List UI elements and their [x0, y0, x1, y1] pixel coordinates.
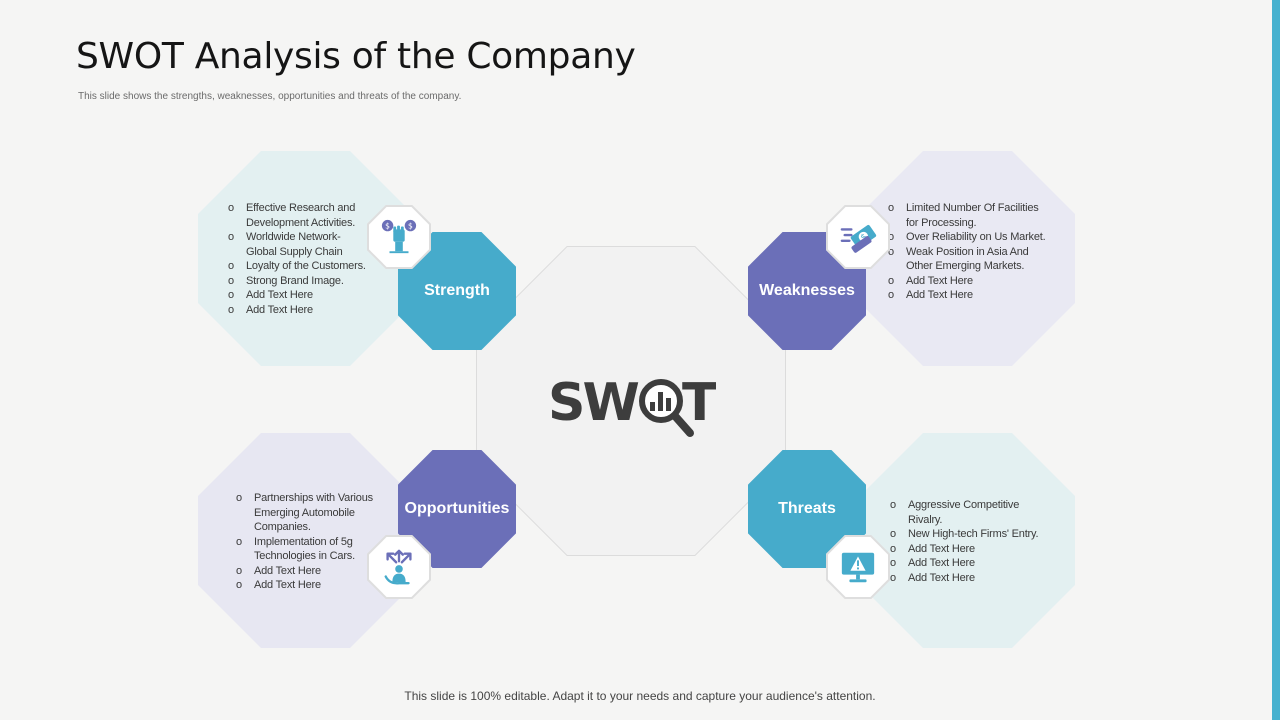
- opportunities-item: Add Text Here: [236, 564, 386, 579]
- threats-item: Aggressive Competitive Rivalry.: [890, 498, 1055, 527]
- strength-item: Add Text Here: [228, 303, 373, 318]
- flying-money-icon: $: [840, 224, 877, 253]
- weaknesses-item: Weak Position in Asia And Other Emerging…: [888, 245, 1053, 274]
- threats-icon-badge: [826, 535, 890, 599]
- weaknesses-item: Add Text Here: [888, 274, 1053, 289]
- swot-logo-text: SW: [548, 374, 638, 433]
- magnifier-bar-chart-icon: [639, 379, 694, 437]
- weaknesses-item: Over Reliability on Us Market.: [888, 230, 1053, 245]
- threats-item: Add Text Here: [890, 571, 1055, 586]
- swot-logo-text-end: T: [682, 374, 716, 433]
- center-octagon: [477, 247, 785, 555]
- svg-text:$: $: [408, 221, 413, 230]
- threats-item: Add Text Here: [890, 542, 1055, 557]
- footer-note: This slide is 100% editable. Adapt it to…: [404, 689, 876, 703]
- strength-item: Loyalty of the Customers.: [228, 259, 373, 274]
- opportunities-list: Partnerships with Various Emerging Autom…: [236, 491, 386, 593]
- page-subtitle: This slide shows the strengths, weakness…: [78, 91, 462, 102]
- raised-fist-dollar-icon: $ $: [381, 219, 417, 254]
- svg-text:$: $: [859, 232, 869, 243]
- strength-item: Strong Brand Image.: [228, 274, 373, 289]
- strength-item: Add Text Here: [228, 288, 373, 303]
- weaknesses-icon-badge: $: [826, 205, 890, 269]
- accent-bar: [1272, 0, 1280, 720]
- threats-list: Aggressive Competitive Rivalry.New High-…: [890, 498, 1055, 585]
- strength-item: Worldwide Network- Global Supply Chain: [228, 230, 373, 259]
- strength-list: Effective Research and Development Activ…: [228, 201, 373, 317]
- person-arrows-icon: [384, 549, 412, 585]
- svg-text:$: $: [385, 221, 390, 230]
- strength-item: Effective Research and Development Activ…: [228, 201, 373, 230]
- opportunities-item: Partnerships with Various Emerging Autom…: [236, 491, 386, 535]
- weaknesses-list: Limited Number Of Facilities for Process…: [888, 201, 1053, 303]
- opportunities-icon-badge: [367, 535, 431, 599]
- swot-logo: SW T: [548, 374, 716, 437]
- opportunities-item: Implementation of 5g Technologies in Car…: [236, 535, 386, 564]
- strength-icon-badge: $ $: [367, 205, 431, 269]
- threats-item: Add Text Here: [890, 556, 1055, 571]
- opportunities-item: Add Text Here: [236, 578, 386, 593]
- page-title: SWOT Analysis of the Company: [76, 36, 636, 77]
- monitor-warning-icon: [841, 552, 875, 583]
- weaknesses-item: Limited Number Of Facilities for Process…: [888, 201, 1053, 230]
- threats-item: New High-tech Firms' Entry.: [890, 527, 1055, 542]
- weaknesses-item: Add Text Here: [888, 288, 1053, 303]
